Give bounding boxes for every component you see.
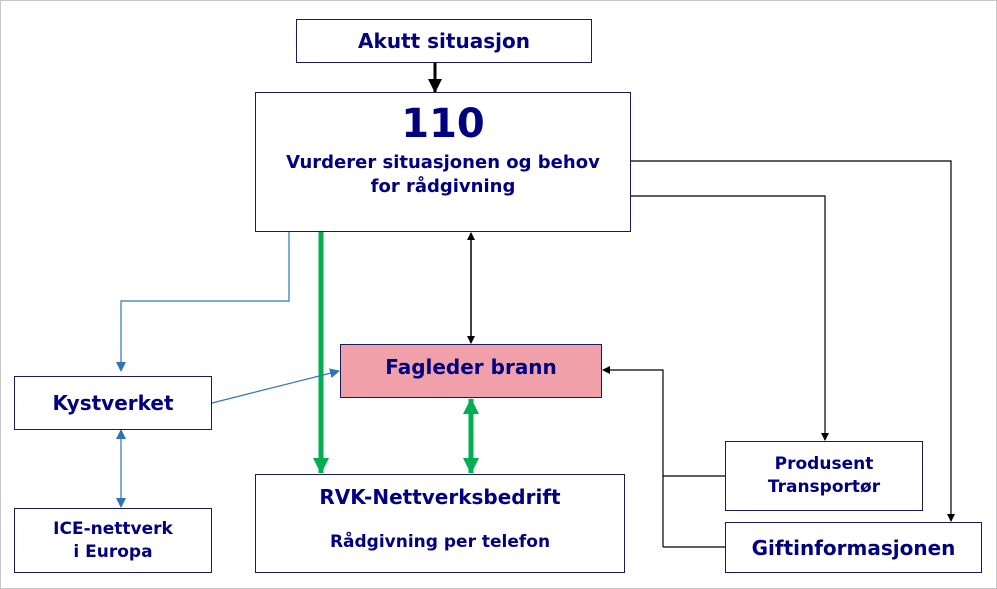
- edge-110-to-kystverket: [116, 232, 290, 372]
- node-110-line1: Vurderer situasjonen og behov: [286, 152, 600, 173]
- node-ice-nettverk: ICE-nettverk i Europa: [14, 508, 212, 573]
- node-produsent-line1: Produsent: [774, 454, 874, 474]
- node-ice-line1: ICE-nettverk: [53, 518, 173, 539]
- node-rvk-title: RVK-Nettverksbedrift: [319, 485, 561, 509]
- node-110: 110 Vurderer situasjonen og behov for rå…: [255, 92, 631, 232]
- node-rvk-subtitle: Rådgivning per telefon: [329, 532, 551, 552]
- edge-kystverket-to-fagleder: [211, 368, 340, 404]
- node-fagleder-label: Fagleder brann: [385, 355, 557, 379]
- node-gift-label: Giftinformasjonen: [751, 535, 956, 560]
- node-akutt-label: Akutt situasjon: [358, 29, 530, 53]
- node-akutt-situasjon: Akutt situasjon: [296, 19, 592, 63]
- node-giftinformasjonen: Giftinformasjonen: [725, 522, 982, 573]
- node-kystverket-label: Kystverket: [52, 391, 174, 415]
- edge-110-to-gift: [631, 160, 955, 522]
- node-110-line2: for rådgivning: [370, 176, 516, 197]
- edge-110-to-produsent: [631, 195, 829, 441]
- node-rvk-nettverksbedrift: RVK-Nettverksbedrift Rådgivning per tele…: [255, 474, 625, 573]
- edge-produsent-to-fagleder: [602, 366, 725, 477]
- node-produsent-line2: Transportør: [767, 477, 881, 497]
- node-produsent-transportor: Produsent Transportør: [725, 441, 923, 511]
- node-kystverket: Kystverket: [14, 376, 212, 430]
- node-110-number: 110: [401, 101, 485, 147]
- node-ice-line2: i Europa: [73, 541, 153, 562]
- node-fagleder-brann: Fagleder brann: [340, 344, 602, 398]
